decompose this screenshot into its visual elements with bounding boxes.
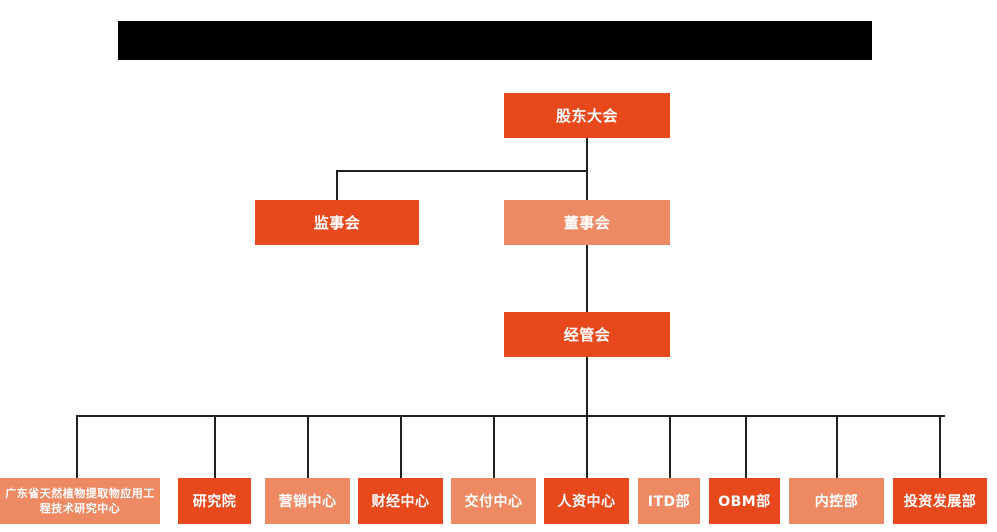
node-label: ITD部 [647, 494, 691, 510]
redacted-title-banner [118, 21, 872, 60]
node-management-committee[interactable]: 经管会 [504, 312, 670, 357]
connector-drop-delivery [493, 415, 495, 478]
node-label: 研究院 [192, 494, 237, 510]
node-board-of-directors[interactable]: 董事会 [504, 200, 670, 245]
connector-drop-itd [669, 415, 671, 478]
connector-directors-down [586, 170, 588, 201]
connector-drop-investment [939, 415, 941, 478]
node-label: OBM部 [718, 494, 771, 510]
node-label: 股东大会 [555, 107, 618, 125]
connector-drop-internal-control [836, 415, 838, 478]
node-label: 内控部 [814, 494, 859, 510]
node-label: 营销中心 [278, 494, 337, 510]
node-board-of-supervisors[interactable]: 监事会 [255, 200, 419, 245]
node-guangdong-research-center[interactable]: 广东省天然植物提取物应用工程技术研究中心 [0, 478, 160, 524]
connector-level2-bus [336, 170, 588, 172]
connector-supervisors-down [336, 170, 338, 201]
node-hr-center[interactable]: 人资中心 [544, 478, 629, 524]
connector-drop-hr [586, 415, 588, 478]
node-delivery-center[interactable]: 交付中心 [451, 478, 536, 524]
node-label: 董事会 [563, 214, 611, 232]
node-label: 财经中心 [371, 494, 430, 510]
node-label: 监事会 [313, 214, 361, 232]
node-investment-development-department[interactable]: 投资发展部 [893, 478, 987, 524]
node-label: 人资中心 [557, 494, 616, 510]
node-label: 交付中心 [464, 494, 523, 510]
node-internal-control-department[interactable]: 内控部 [789, 478, 884, 524]
connector-drop-institute [214, 415, 216, 478]
connector-shareholders-down [586, 138, 588, 171]
connector-drop-finance [400, 415, 402, 478]
connector-drop-obm [745, 415, 747, 478]
node-marketing-center[interactable]: 营销中心 [265, 478, 350, 524]
node-label: 经管会 [563, 326, 611, 344]
connector-departments-bus [76, 415, 945, 417]
connector-management-down [586, 357, 588, 416]
connector-drop-marketing [307, 415, 309, 478]
node-finance-center[interactable]: 财经中心 [358, 478, 443, 524]
node-shareholders-meeting[interactable]: 股东大会 [504, 93, 670, 138]
connector-drop-research-center [76, 415, 78, 478]
node-label: 广东省天然植物提取物应用工程技术研究中心 [5, 487, 155, 515]
node-obm-department[interactable]: OBM部 [709, 478, 780, 524]
redacted-title-text [118, 21, 872, 60]
node-institute[interactable]: 研究院 [178, 478, 251, 524]
connector-directors-to-management [586, 244, 588, 312]
node-label: 投资发展部 [903, 494, 977, 510]
node-itd-department[interactable]: ITD部 [638, 478, 700, 524]
